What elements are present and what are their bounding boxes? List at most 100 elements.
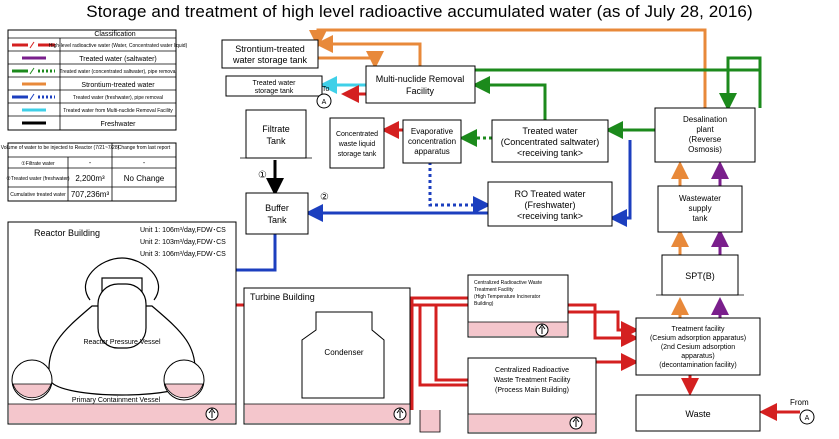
spt-b-tank: SPT(B): [656, 254, 744, 296]
table-row-cumulative-value: 707,236m³: [71, 190, 110, 199]
svg-text:Unit 2: 103m³/day,FDW･CS: Unit 2: 103m³/day,FDW･CS: [140, 239, 226, 246]
page-title: Storage and treatment of high level radi…: [86, 2, 753, 21]
svg-text:Centralized Radioactive: Centralized Radioactive: [495, 367, 569, 374]
injection-table: Volume of water to be injected to Reacto…: [1, 142, 177, 202]
svg-text:Evaporative: Evaporative: [411, 127, 454, 136]
crw-incinerator-building: Centralized Radioactive Waste Treatment …: [467, 274, 569, 338]
svg-text:waste liquid: waste liquid: [338, 141, 376, 148]
legend-row-high-level: High-level radioactive water (Water, Con…: [12, 41, 188, 49]
svg-text:From: From: [790, 398, 809, 407]
svg-text:tank: tank: [692, 214, 708, 223]
table-row-filtrate-change: -: [143, 160, 146, 167]
svg-text:Treatment facility: Treatment facility: [671, 326, 725, 333]
strontium-tank: Strontium-treated water storage tank: [221, 39, 319, 69]
svg-text:<receiving tank>: <receiving tank>: [517, 148, 583, 158]
table-header-change: Change from last report: [118, 145, 171, 151]
svg-text:Filtrate: Filtrate: [262, 124, 290, 134]
svg-text:(Cesium adsorption apparatus): (Cesium adsorption apparatus): [650, 335, 746, 342]
wastewater-supply-tank: Wastewater supply tank: [657, 185, 743, 233]
svg-text:storage tank: storage tank: [338, 151, 377, 158]
ro-treated-tank: RO Treated water (Freshwater) <receiving…: [487, 181, 613, 227]
svg-text:(Reverse: (Reverse: [689, 135, 722, 144]
svg-text:(decontamination facility): (decontamination facility): [659, 362, 736, 369]
table-row-cumulative-label: Cumulative treated water: [10, 192, 66, 198]
pump-icon: [535, 323, 549, 337]
svg-text:storage tank: storage tank: [255, 88, 294, 95]
svg-text:Multi-nuclide Removal: Multi-nuclide Removal: [376, 74, 465, 84]
treatment-facility: Treatment facility (Cesium adsorption ap…: [635, 317, 761, 376]
svg-text:Strontium-treated: Strontium-treated: [235, 44, 305, 54]
desalination-plant: Desalination plant (Reverse Osmosis): [654, 107, 756, 163]
svg-text:Treated water: Treated water: [253, 80, 297, 87]
from-a-connector: From A: [790, 398, 815, 425]
filtrate-tank: Filtrate Tank: [240, 109, 312, 159]
svg-text:Unit 1: 106m³/day,FDW･CS: Unit 1: 106m³/day,FDW･CS: [140, 227, 226, 234]
treated-water-storage-tank: Treated water storage tank: [225, 75, 323, 97]
svg-text:A: A: [322, 99, 327, 106]
svg-text:RO Treated water: RO Treated water: [514, 189, 585, 199]
legend-heading: Classification: [94, 31, 135, 38]
legend-row-concentrated: Treated water (concentrated saltwater), …: [12, 67, 177, 75]
svg-text:①: ①: [258, 170, 267, 181]
table-header-volume: Volume of water to be injected to Reacto…: [1, 145, 120, 151]
suppression-chamber-left: [11, 359, 53, 401]
svg-text:Wastewater: Wastewater: [679, 194, 721, 203]
svg-text:Desalination: Desalination: [683, 115, 727, 124]
legend-label-concentrated: Treated water (concentrated saltwater), …: [59, 69, 176, 75]
concentrated-waste-tank: Concentrated waste liquid storage tank: [329, 117, 385, 169]
marker-one: ①: [258, 170, 267, 181]
svg-text:Treatment Facility: Treatment Facility: [474, 287, 514, 293]
legend-row-mnr: Treated water from Multi-nuclide Removal…: [22, 108, 173, 114]
svg-text:SPT(B): SPT(B): [685, 271, 715, 281]
evaporative-apparatus: Evaporative concentration apparatus: [402, 119, 462, 164]
table-row-filtrate-value: -: [89, 160, 92, 167]
legend-label-saltwater: Treated water (saltwater): [79, 56, 157, 63]
table-row-treated-label: ②Treated water (freshwater): [6, 176, 70, 182]
svg-text:(Concentrated saltwater): (Concentrated saltwater): [501, 137, 600, 147]
svg-text:Reactor Pressure Vessel: Reactor Pressure Vessel: [83, 339, 160, 346]
legend-row-freshwater-treated: Treated water (freshwater), pipe removal: [12, 93, 163, 101]
svg-text:A: A: [805, 415, 810, 422]
pcv-label: Primary Containment Vessel: [72, 397, 161, 404]
table-row-filtrate-label: ①Filtrate water: [21, 161, 55, 167]
svg-text:<receiving tank>: <receiving tank>: [517, 211, 583, 221]
crw-main-building: Centralized Radioactive Waste Treatment …: [467, 357, 597, 434]
legend-label-strontium: Strontium-treated water: [81, 82, 155, 89]
svg-text:Facility: Facility: [406, 86, 435, 96]
svg-text:(Freshwater): (Freshwater): [524, 200, 575, 210]
svg-text:Waste: Waste: [685, 409, 710, 419]
svg-text:Treated water: Treated water: [522, 126, 577, 136]
legend-row-strontium: Strontium-treated water: [22, 82, 155, 89]
svg-text:(Process Main Building): (Process Main Building): [495, 387, 569, 394]
legend-label-high-level: High-level radioactive water (Water, Con…: [49, 43, 188, 49]
buffer-tank: Buffer Tank: [245, 192, 309, 235]
svg-text:(High Temperature Incinerator: (High Temperature Incinerator: [474, 294, 541, 300]
svg-text:(2nd Cesium adsorption: (2nd Cesium adsorption: [661, 344, 735, 351]
svg-text:concentration: concentration: [408, 137, 456, 146]
condenser: Condenser: [301, 311, 385, 399]
reactor-pressure-vessel: Reactor Pressure Vessel: [48, 257, 196, 396]
legend-label-freshwater: Freshwater: [100, 121, 136, 128]
legend: Classification High-level radioactive wa…: [7, 29, 188, 131]
table-row-treated-value: 2,200m³: [75, 174, 105, 183]
waste-box: Waste: [635, 394, 761, 432]
legend-label-mnr: Treated water from Multi-nuclide Removal…: [63, 108, 173, 114]
pump-icon: [205, 407, 219, 421]
legend-row-freshwater: Freshwater: [22, 121, 136, 128]
svg-text:Condenser: Condenser: [324, 348, 363, 357]
svg-text:water storage tank: water storage tank: [232, 55, 308, 65]
svg-text:apparatus: apparatus: [414, 147, 450, 156]
marker-two: ②: [320, 192, 329, 203]
svg-text:Centralized Radioactive Waste: Centralized Radioactive Waste: [474, 280, 542, 286]
svg-text:Tank: Tank: [267, 215, 287, 225]
svg-text:apparatus): apparatus): [681, 353, 714, 360]
legend-row-saltwater: Treated water (saltwater): [22, 56, 157, 63]
svg-text:Buffer: Buffer: [265, 203, 289, 213]
svg-text:Building): Building): [474, 301, 494, 307]
pump-icon: [393, 407, 407, 421]
svg-text:Osmosis): Osmosis): [688, 145, 722, 154]
turbine-building: Turbine Building Condenser: [243, 287, 441, 433]
svg-text:supply: supply: [688, 204, 711, 213]
svg-text:Concentrated: Concentrated: [336, 131, 378, 138]
